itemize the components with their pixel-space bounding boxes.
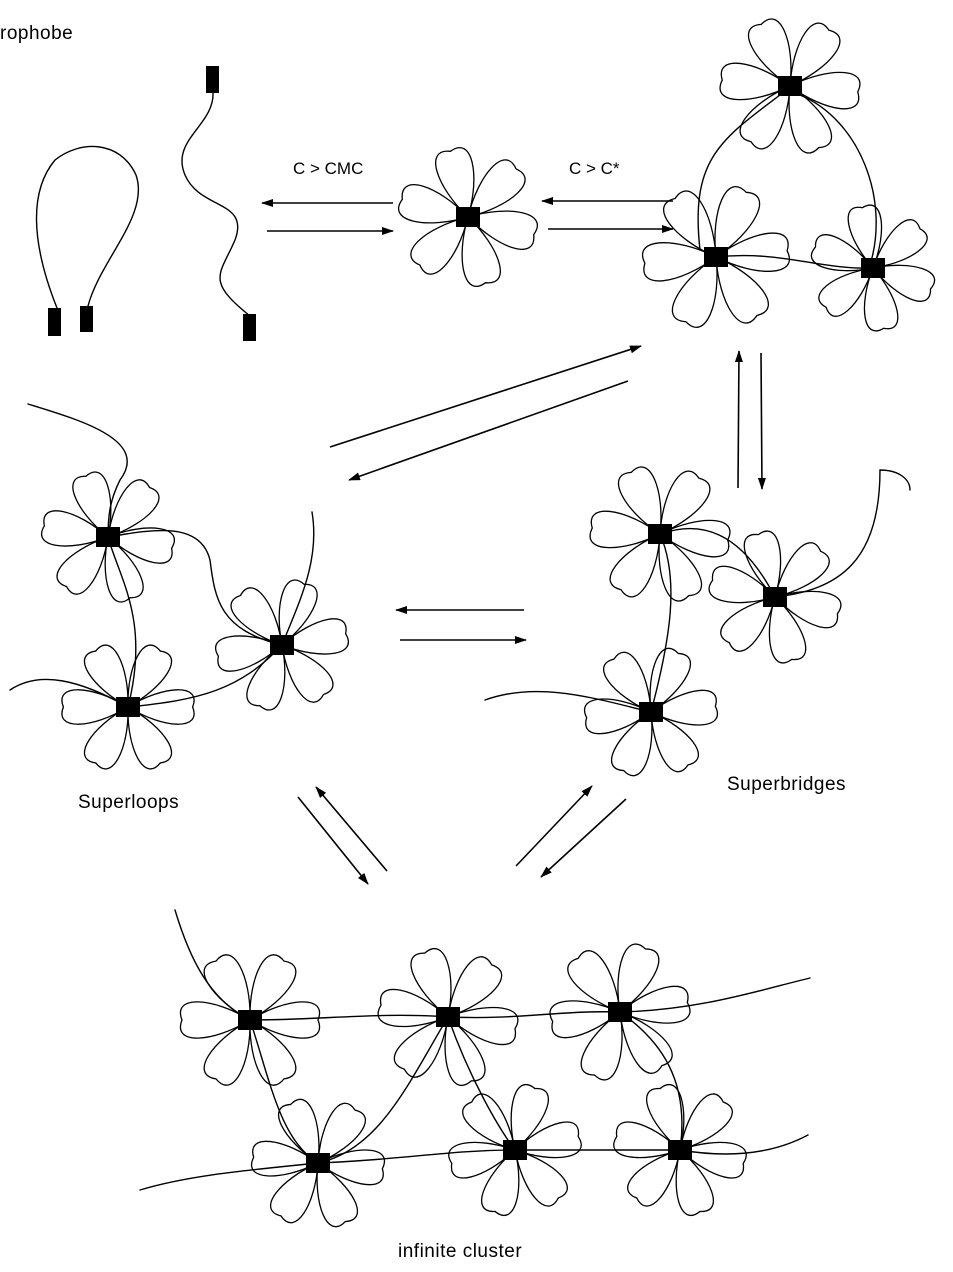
infinite-cluster-label: infinite cluster: [398, 1241, 522, 1262]
hydrophobic-core: [456, 207, 480, 227]
micelles: [42, 19, 935, 1227]
micelle-loop: [715, 187, 760, 257]
hydrophobic-core: [778, 76, 802, 96]
micelle-loop: [411, 949, 451, 1017]
cstar-label: C > C*: [569, 159, 620, 178]
arrow-down-right: [541, 799, 626, 877]
arrow-up-network: [738, 351, 739, 488]
micelle-loop: [618, 944, 659, 1012]
arrow-up-right: [516, 786, 592, 866]
micelle-loop: [672, 257, 717, 327]
micelle-loop: [789, 86, 831, 153]
arrow-down-left: [298, 797, 368, 884]
micelle-loop: [462, 217, 500, 286]
micelle-loop: [618, 467, 660, 534]
micelle-loop: [581, 1012, 622, 1080]
equilibrium-arrows: [262, 201, 762, 884]
micelle-loop: [748, 19, 790, 86]
micelle-loop: [436, 148, 474, 217]
cmc-label: C > CMC: [293, 159, 363, 178]
superloops-label: Superloops: [78, 792, 179, 813]
looped-unimer: [36, 146, 138, 336]
arrow-up-left: [316, 787, 387, 871]
arrow-down-superbridges: [761, 353, 762, 489]
flower-micelle: [720, 19, 860, 153]
flower-micelle: [399, 148, 538, 287]
linear-unimer: [182, 66, 256, 341]
micelle-loop: [659, 534, 701, 601]
superbridges-label: Superbridges: [727, 774, 846, 795]
hydrophobe-label: rophobe: [0, 23, 73, 44]
